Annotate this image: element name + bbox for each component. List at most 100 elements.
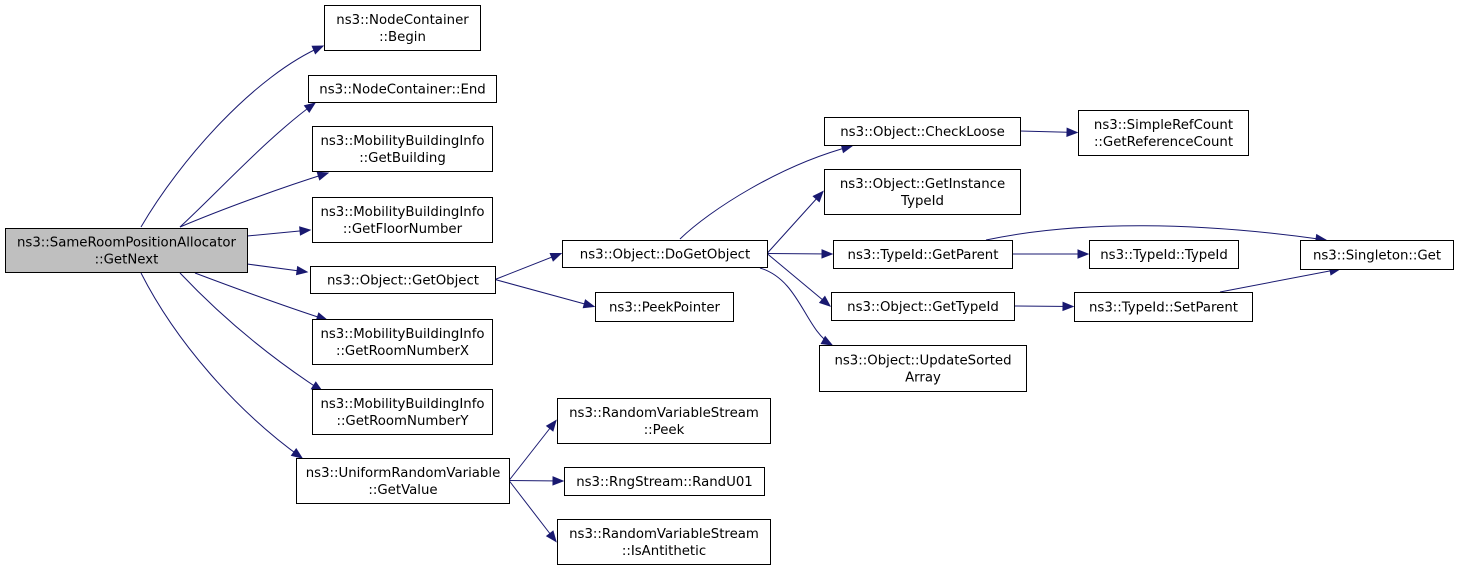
arrowhead [545,419,557,432]
edge-obj-getobject-to-obj-dogetobj [494,252,563,280]
node-label: ns3::Object::CheckLoose [840,125,1005,140]
edge-root-to-mbi-roomx [194,272,329,322]
node-label: ::GetNext [95,253,159,268]
node-obj-dogetobj[interactable]: ns3::Object::DoGetObject [562,240,768,268]
edge-root-to-obj-getobject [246,263,309,276]
node-label: ns3::RngStream::RandU01 [576,475,753,490]
node-box [312,319,493,365]
node-box [1089,240,1239,269]
node-nc-end[interactable]: ns3::NodeContainer::End [308,75,497,103]
arrowhead [818,295,832,307]
edge-obj-dogetobj-to-obj-gettypeid [766,253,832,307]
edge-line [766,191,824,254]
arrowhead [812,190,824,203]
arrowhead [316,171,330,181]
node-label: ::Peek [644,423,685,438]
node-obj-checkloose[interactable]: ns3::Object::CheckLoose [824,117,1021,146]
node-box [312,197,493,243]
node-label: ns3::MobilityBuildingInfo [320,205,484,220]
edge-root-to-nc-end [179,102,317,228]
node-singleton-get[interactable]: ns3::Singleton::Get [1300,240,1454,270]
node-box [557,519,771,565]
edge-root-to-mbi-building [179,171,330,228]
node-label: TypeId [900,194,944,209]
node-box [310,266,496,294]
node-label: ns3::PeekPointer [609,301,721,316]
node-label: ::GetRoomNumberX [336,344,469,359]
edge-root-to-nc-begin [140,45,325,228]
edge-line [179,272,323,392]
node-nc-begin[interactable]: ns3::NodeContainer::Begin [324,5,481,51]
node-box [312,389,493,435]
arrowhead [820,335,834,346]
node-box [595,292,734,322]
edge-urv-getvalue-to-rvs-antithetic [508,480,557,543]
edge-line [985,225,1327,241]
node-label: ::IsAntithetic [622,544,706,559]
node-box [1078,110,1249,156]
node-box [296,458,510,504]
node-rng-randu01[interactable]: ns3::RngStream::RandU01 [564,467,765,496]
node-label: ns3::SimpleRefCount [1094,118,1233,133]
edge-obj-gettypeid-to-tid-setparent [1013,301,1075,312]
edge-urv-getvalue-to-rng-randu01 [508,476,565,486]
edge-tid-setparent-to-singleton-get [1219,266,1342,293]
edge-line [759,267,833,346]
node-root[interactable]: ns3::SameRoomPositionAllocator::GetNext [5,228,248,273]
node-mbi-roomy[interactable]: ns3::MobilityBuildingInfo::GetRoomNumber… [312,389,493,435]
node-peekpointer[interactable]: ns3::PeekPointer [595,292,734,322]
node-box [819,345,1027,392]
node-label: ns3::Singleton::Get [1313,249,1441,264]
node-label: ns3::NodeContainer::End [319,83,485,98]
edge-obj-dogetobj-to-obj-instance [766,190,824,254]
edge-urv-getvalue-to-rvs-peek [508,419,557,481]
node-label: ::GetBuilding [359,151,446,166]
node-label: ::GetValue [368,483,437,498]
edge-tid-getparent-to-tid-typeid [1012,249,1090,259]
arrowhead [582,299,596,309]
node-src-getrefcount[interactable]: ns3::SimpleRefCount::GetReferenceCount [1078,110,1249,156]
node-label: ns3::MobilityBuildingInfo [320,397,484,412]
arrowhead [1062,301,1075,312]
node-obj-getobject[interactable]: ns3::Object::GetObject [310,266,496,294]
node-urv-getvalue[interactable]: ns3::UniformRandomVariable::GetValue [296,458,510,504]
node-rvs-antithetic[interactable]: ns3::RandomVariableStream::IsAntithetic [557,519,771,565]
arrowhead [552,476,565,486]
edge-line [766,253,831,307]
node-tid-setparent[interactable]: ns3::TypeId::SetParent [1074,292,1253,322]
edge-root-to-mbi-roomy [179,272,324,392]
node-label: ::Begin [379,30,426,45]
node-box [564,467,765,496]
node-rvs-peek[interactable]: ns3::RandomVariableStream::Peek [557,398,771,444]
node-mbi-roomx[interactable]: ns3::MobilityBuildingInfo::GetRoomNumber… [312,319,493,365]
edge-line [140,45,324,228]
node-box [824,169,1021,215]
node-tid-typeid[interactable]: ns3::TypeId::TypeId [1089,240,1239,269]
node-label: ns3::TypeId::SetParent [1089,301,1238,316]
node-box [1300,240,1454,270]
node-label: ns3::Object::GetObject [327,274,479,289]
edge-obj-dogetobj-to-obj-updatesorted [759,267,834,346]
node-label: ns3::Object::GetInstance [840,177,1005,192]
edge-root-to-urv-getvalue [140,272,304,459]
arrowhead [1066,127,1079,137]
node-label: ns3::TypeId::GetParent [848,248,999,263]
node-label: ns3::Object::GetTypeId [847,300,999,315]
node-label: ns3::MobilityBuildingInfo [320,327,484,342]
node-mbi-building[interactable]: ns3::MobilityBuildingInfo::GetBuilding [312,126,493,172]
edge-line [508,480,557,542]
node-label: ns3::Object::DoGetObject [580,248,750,263]
arrowhead [290,448,304,459]
edge-line [494,253,562,280]
node-mbi-floor[interactable]: ns3::MobilityBuildingInfo::GetFloorNumbe… [312,197,493,243]
node-box [824,117,1021,146]
node-obj-gettypeid[interactable]: ns3::Object::GetTypeId [831,292,1015,321]
node-box [1074,292,1253,322]
edge-line [679,145,853,240]
arrowhead [821,249,834,259]
node-tid-getparent[interactable]: ns3::TypeId::GetParent [833,240,1013,269]
arrowhead [545,530,557,543]
